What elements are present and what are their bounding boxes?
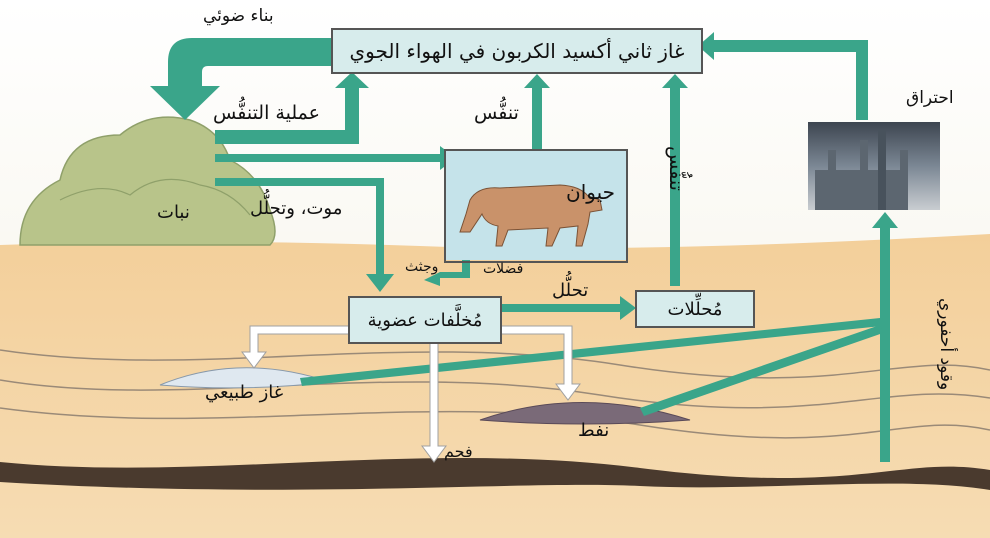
arrow-paths	[150, 32, 898, 462]
coal-seam	[0, 458, 990, 490]
fossil-fuel-label: وقود أحفوري	[936, 298, 956, 391]
animal-label: حيوان	[566, 180, 615, 204]
decomposition-label: تحلُّل	[552, 280, 589, 301]
fossilization-arrows	[241, 325, 581, 463]
plant-death-arrow	[215, 178, 394, 292]
plant-respiration-label: عملية التنفُّس	[213, 102, 320, 124]
atmosphere-co2-box: غاز ثاني أكسيد الكربون في الهواء الجوي	[331, 28, 703, 74]
animal-respiration-arrow	[524, 74, 550, 150]
decomposer-respiration-arrow	[662, 74, 688, 286]
organic-remains-box: مُخلَّفات عضوية	[348, 296, 502, 344]
decomposers-label: مُحلِّلات	[667, 298, 723, 320]
animal-waste-arrow	[424, 260, 470, 286]
oil-to-fuel-arrow	[640, 325, 883, 416]
cow-illustration	[446, 150, 626, 260]
coal-label: فحم	[444, 442, 473, 461]
oil-deposit	[479, 402, 691, 425]
animal-respiration-label: تنفُّس	[474, 102, 519, 124]
gas-to-fuel-arrow	[300, 318, 882, 386]
animal-box	[444, 149, 628, 263]
combustion-label: احتراق	[906, 88, 954, 108]
factory-illustration	[808, 122, 940, 210]
plant-to-animal-arrow	[215, 146, 456, 170]
wastes-label: فضلات	[483, 261, 524, 277]
death-decay-label: موت، وتحلُّل	[250, 198, 343, 219]
photosynthesis-arrow	[150, 38, 338, 120]
natural-gas-label: غاز طبيعي	[205, 382, 284, 403]
oil-label: نفط	[578, 420, 610, 441]
fossil-fuel-arrow	[872, 212, 898, 462]
soil-layer	[0, 234, 990, 538]
organic-remains-label: مُخلَّفات عضوية	[367, 309, 483, 331]
atmosphere-co2-label: غاز ثاني أكسيد الكربون في الهواء الجوي	[349, 39, 685, 63]
plant-label: نبات	[157, 202, 190, 223]
carcasses-label: وجثث	[405, 259, 439, 275]
plant-respiration-arrow	[215, 72, 369, 144]
combustion-arrow	[698, 32, 868, 120]
decomposers-box: مُحلِّلات	[635, 290, 755, 328]
decomposition-arrow	[500, 296, 636, 320]
photosynthesis-label: بناء ضوئي	[203, 6, 274, 26]
decomposer-respiration-label: تنفُّس	[665, 146, 687, 191]
